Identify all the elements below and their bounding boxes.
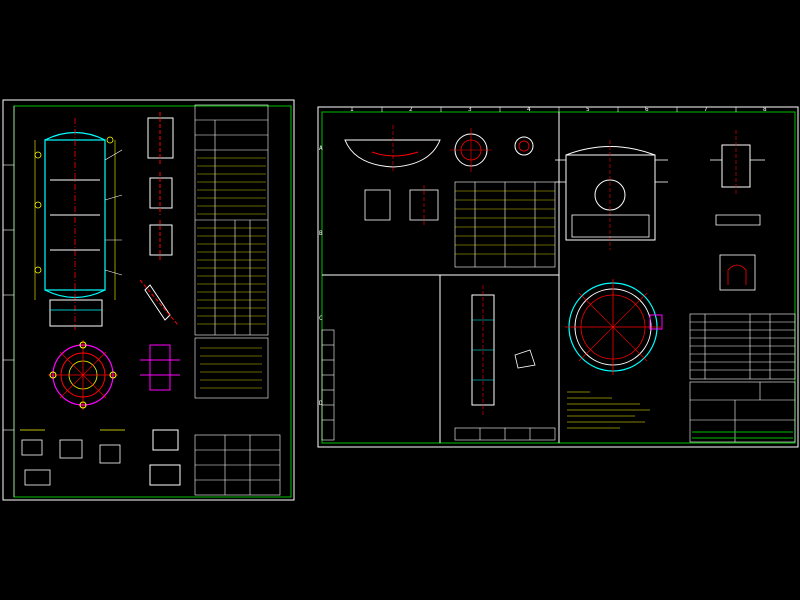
technical-notes [567,391,650,429]
sheet-1-table-rows [197,157,266,389]
sheet-2-top-ruler-labels: 1 2 3 4 5 6 7 8 [350,106,767,113]
sheet-2-title-block-accent [692,431,793,439]
support-detail-view [454,285,556,441]
sheet-1-side-ruler [3,106,15,497]
col-label-5: 5 [586,106,590,113]
sheet-1-plan-view [48,340,118,410]
col-label-1: 1 [350,106,354,113]
manhole-detail-view [710,130,765,291]
col-label-4: 4 [527,106,531,113]
col-label-8: 8 [763,106,767,113]
flange-plan-view [565,279,663,375]
row-label-b: B [319,230,323,237]
col-label-2: 2 [409,106,413,113]
vessel-body-view [555,140,668,250]
sheet-2-outer-border [317,106,799,448]
sheet-2-top-ruler [381,107,737,112]
sheet-2-side-labels: A B C D [319,145,323,407]
row-label-a: A [319,145,323,152]
sheet-1-outer-border [2,99,295,501]
sheet-1 [2,99,295,501]
sheet-1-tables [194,104,281,496]
sheet-2-partitions [322,112,560,443]
sheet-2-parts-table-rows [455,190,555,255]
col-label-6: 6 [645,106,649,113]
sheet-2-parts-table [454,181,556,268]
sheet-2-title-block [689,313,796,443]
sheet-2-left-strip [321,329,335,441]
head-section-view [344,125,534,225]
sheet-2: 1 2 3 4 5 6 7 8 A B C D [317,106,799,448]
nozzle-details [139,112,181,486]
row-label-d: D [319,400,323,407]
vessel-elevation [34,118,123,330]
col-label-3: 3 [468,106,472,113]
sheet-1-bottom-details [20,429,125,486]
row-label-c: C [319,315,323,322]
col-label-7: 7 [704,106,708,113]
